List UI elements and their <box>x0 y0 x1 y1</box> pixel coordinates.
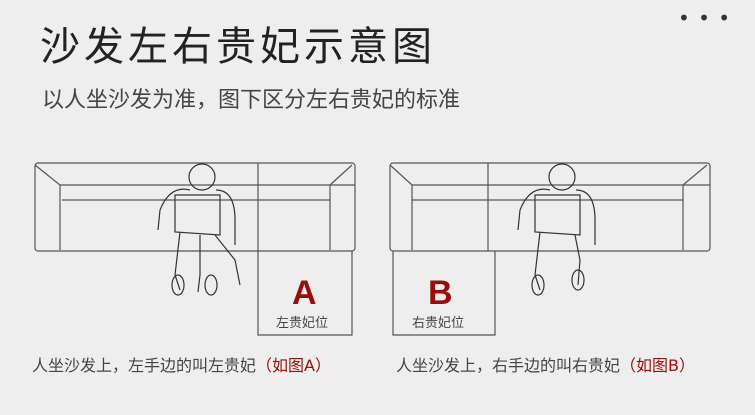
right-chaise-label: 右贵妃位 <box>412 316 465 331</box>
left-caption-note: （如图A） <box>256 356 331 375</box>
seated-person-icon <box>157 163 241 296</box>
left-caption: 人坐沙发上，左手边的叫左贵妃（如图A） <box>32 352 331 376</box>
right-caption-text: 人坐沙发上，右手边的叫右贵妃 <box>396 356 621 375</box>
seated-person-icon <box>517 163 596 296</box>
right-caption-note: （如图B） <box>620 356 695 375</box>
page-title: 沙发左右贵妃示意图 <box>40 24 436 70</box>
left-chaise-label: 左贵妃位 <box>276 316 329 331</box>
left-caption-text: 人坐沙发上，左手边的叫左贵妃 <box>32 356 257 375</box>
right-caption: 人坐沙发上，右手边的叫右贵妃（如图B） <box>396 352 695 376</box>
right-chaise-sofa-drawing <box>389 162 711 336</box>
subtitle: 以人坐沙发为准，图下区分左右贵妃的标准 <box>42 88 461 113</box>
more-dots-icon[interactable]: • • • <box>678 6 732 30</box>
left-chaise-sofa-drawing <box>34 162 356 336</box>
letter-b: B <box>428 274 453 312</box>
letter-a: A <box>292 274 317 312</box>
